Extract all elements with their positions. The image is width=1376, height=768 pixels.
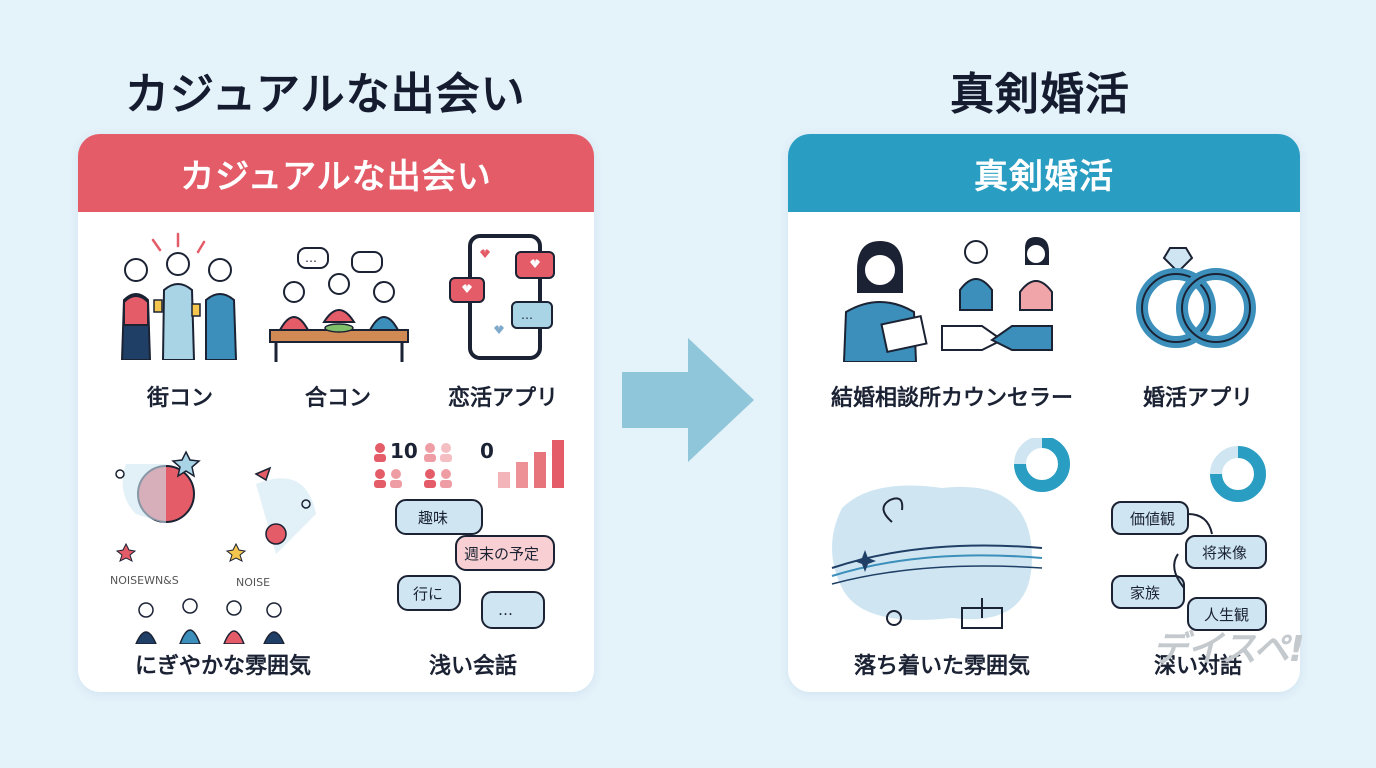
right-arrow-icon — [622, 338, 754, 462]
label-goukon: 合コン — [304, 386, 371, 411]
wedding-rings-icon — [1136, 247, 1256, 348]
item-deep-dialogue: 価値観 将来像 家族 人生観 深い対話 — [1098, 438, 1298, 688]
calm-atmosphere-icon — [831, 438, 1070, 629]
label-shallow-chat: 浅い会話 — [428, 654, 517, 679]
deep-dialogue-icon: 価値観 将来像 家族 人生観 — [1111, 446, 1267, 631]
item-lively: NOISEWN&S NOISE にぎやかな雰囲気 — [98, 434, 348, 684]
watermark-logo: デイスペ! — [1152, 629, 1305, 670]
counter-icons: 10 0 — [374, 439, 564, 488]
svg-text:…: … — [521, 308, 533, 322]
people-count: 10 — [390, 439, 418, 463]
bubble-weekend: 週末の予定 — [464, 545, 539, 563]
label-counselor: 結婚相談所カウンセラー — [830, 386, 1073, 411]
lively-party-icon: NOISEWN&S NOISE — [110, 450, 316, 644]
dating-app-phone-icon: … — [449, 234, 555, 360]
item-goukon: … 合コン — [258, 230, 418, 411]
bubble-go: 行に — [413, 585, 443, 603]
group-dinner-icon: … — [269, 247, 409, 362]
bubble-dots: … — [498, 601, 513, 619]
shallow-chat-icon: 趣味 週末の予定 行に … — [395, 499, 555, 629]
item-machikon: 街コン — [100, 230, 260, 411]
label-lively: にぎやかな雰囲気 — [134, 654, 311, 679]
casual-card-header: カジュアルな出会い — [78, 134, 594, 212]
serious-card-header: 真剣婚活 — [788, 134, 1300, 212]
label-deep-dialogue: 深い対話 — [1153, 654, 1242, 679]
label-machikon: 街コン — [146, 386, 213, 411]
counselor-handshake-icon — [842, 236, 1053, 362]
label-calm: 落ち着いた雰囲気 — [853, 654, 1030, 679]
noise-text-1: NOISEWN&S — [110, 574, 179, 587]
label-konkatsu-app: 婚活アプリ — [1142, 386, 1253, 411]
noise-text-2: NOISE — [236, 576, 270, 589]
svg-text:…: … — [305, 251, 317, 265]
item-koikatsu-app: … 恋活アプリ — [418, 230, 588, 411]
bar-count: 0 — [480, 439, 494, 463]
item-shallow-chat: 10 0 趣味 週末の予定 行に … 浅い会話 — [358, 434, 588, 684]
serious-konkatsu-card: 真剣婚活 結婚相談所カウンセラー — [788, 134, 1300, 692]
group-drinking-icon — [120, 232, 238, 360]
bubble-values: 価値観 — [1130, 510, 1175, 528]
bubble-family: 家族 — [1130, 584, 1160, 602]
casual-meeting-card: カジュアルな出会い 街コン … — [78, 134, 594, 692]
right-column-title: 真剣婚活 — [950, 69, 1130, 120]
item-calm: 落ち着いた雰囲気 — [802, 438, 1082, 688]
item-konkatsu-app: 婚活アプリ — [1108, 230, 1288, 411]
bubble-future: 将来像 — [1202, 544, 1247, 562]
label-koikatsu-app: 恋活アプリ — [447, 386, 558, 411]
left-column-title: カジュアルな出会い — [125, 69, 526, 120]
item-counselor: 結婚相談所カウンセラー — [802, 230, 1102, 411]
bubble-hobby: 趣味 — [418, 509, 448, 527]
bubble-life: 人生観 — [1204, 606, 1249, 624]
